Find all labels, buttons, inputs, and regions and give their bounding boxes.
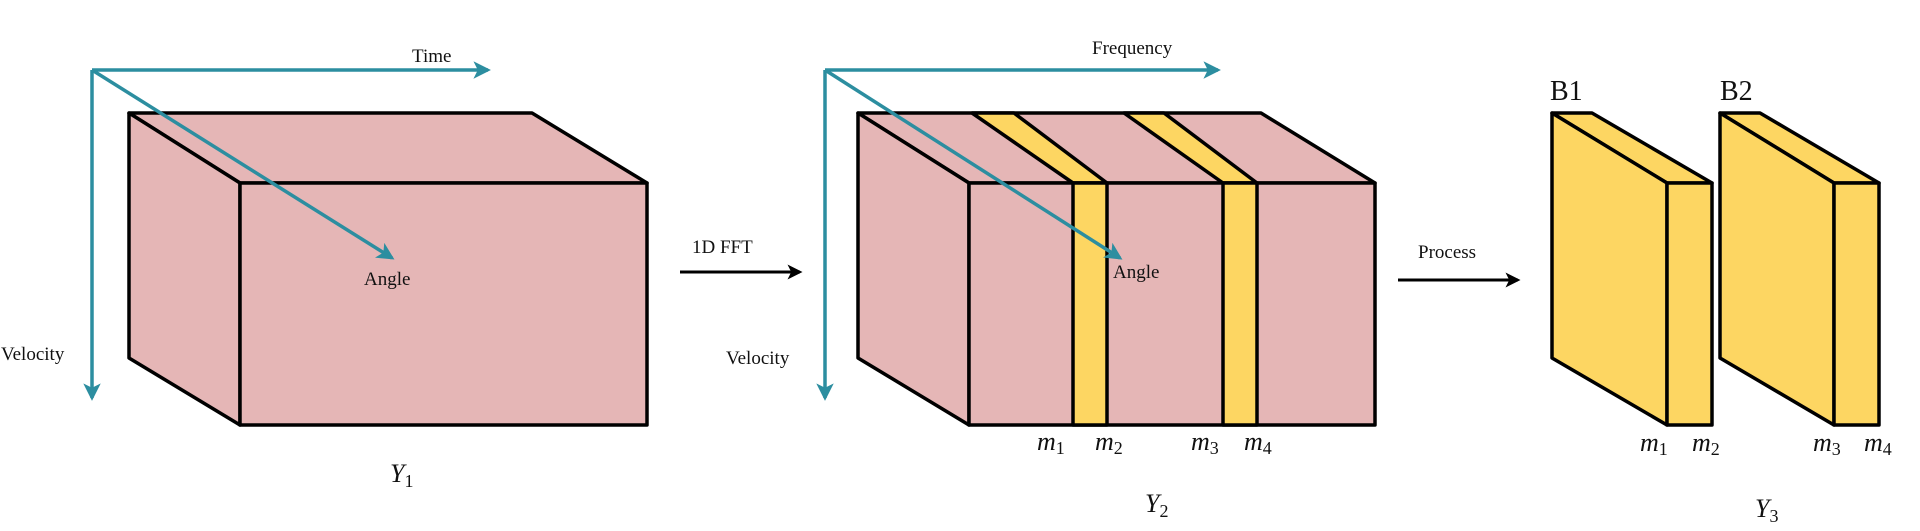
block-marker-m2: m2 xyxy=(1692,428,1720,459)
blocks-caption: Y3 xyxy=(1755,494,1778,526)
fft-label: 1D FFT xyxy=(692,237,753,258)
cube2-angle-label: Angle xyxy=(1113,262,1159,283)
block-b2-label: B2 xyxy=(1720,76,1753,107)
block-marker-m3: m3 xyxy=(1813,428,1841,459)
cube1-axes xyxy=(83,61,491,401)
block-b1-front-face xyxy=(1665,181,1714,427)
block-marker-m4: m4 xyxy=(1864,428,1892,459)
cube2-caption: Y2 xyxy=(1145,489,1168,521)
cube2-marker-m4: m4 xyxy=(1244,427,1272,458)
cube2-marker-m2: m2 xyxy=(1095,427,1123,458)
cube-y2 xyxy=(856,111,1377,427)
cube-y1 xyxy=(127,111,649,427)
cube2-axes xyxy=(816,61,1221,401)
cube1-velocity-label: Velocity xyxy=(1,344,65,365)
cube1-front-face xyxy=(238,181,649,427)
cube1-angle-axis xyxy=(91,68,395,260)
cube2-front-band-2 xyxy=(1221,181,1259,427)
cube2-angle-axis xyxy=(824,68,1123,260)
blocks-caption-base: Y xyxy=(1755,494,1772,523)
process-label: Process xyxy=(1418,242,1476,263)
cube1-caption: Y1 xyxy=(390,459,413,491)
cube2-marker-m3: m3 xyxy=(1191,427,1219,458)
cube2-marker-m1: m1 xyxy=(1037,427,1065,458)
block-b1 xyxy=(1550,111,1714,427)
cube2-front-face xyxy=(967,181,1377,427)
cube1-time-label: Time xyxy=(412,46,451,67)
block-b2 xyxy=(1718,111,1881,427)
cube2-front-band-1 xyxy=(1071,181,1109,427)
cube2-caption-base: Y xyxy=(1145,489,1162,518)
cube2-velocity-label: Velocity xyxy=(726,348,790,369)
cube1-angle-label: Angle xyxy=(364,269,410,290)
block-b1-label: B1 xyxy=(1550,76,1583,107)
block-b2-front-face xyxy=(1832,181,1881,427)
cube2-caption-sub: 2 xyxy=(1159,501,1168,521)
block-marker-m1: m1 xyxy=(1640,428,1668,459)
cube1-caption-base: Y xyxy=(390,459,407,488)
cube2-frequency-label: Frequency xyxy=(1092,38,1173,59)
cube1-caption-sub: 1 xyxy=(404,471,413,491)
blocks-caption-sub: 3 xyxy=(1769,506,1778,526)
